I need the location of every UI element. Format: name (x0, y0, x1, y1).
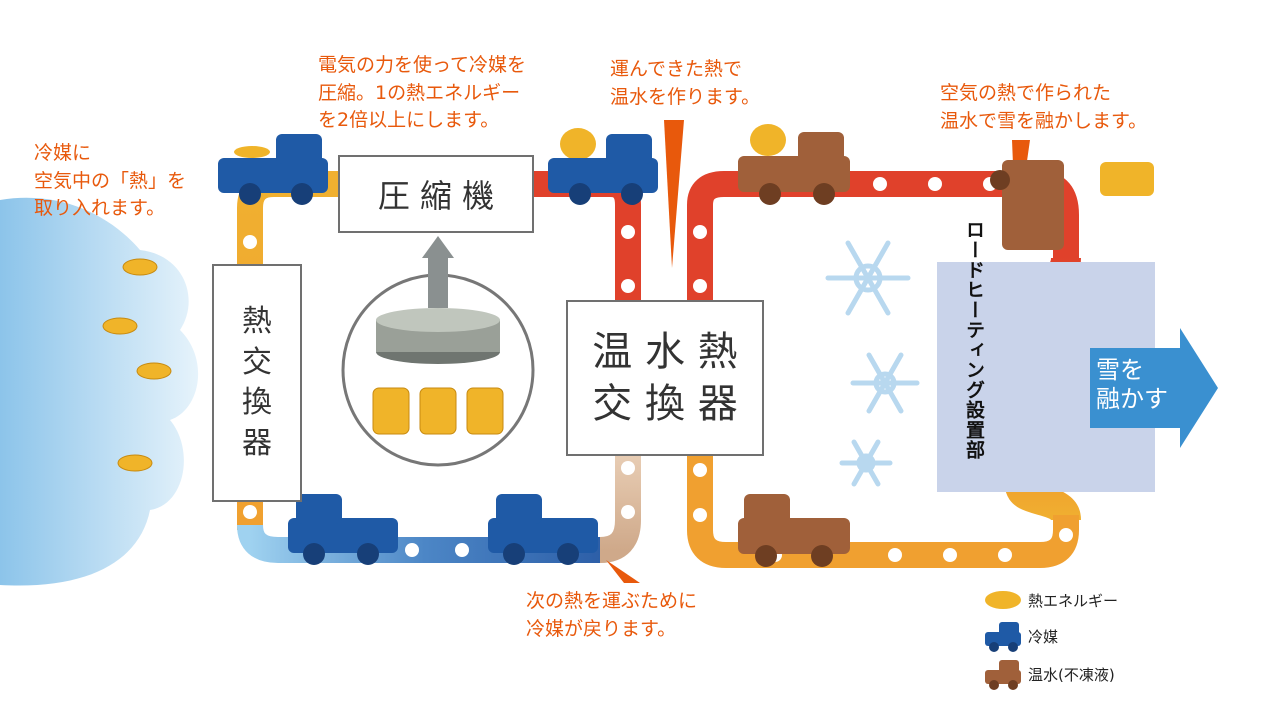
brown-truck-icon (990, 160, 1064, 250)
hot-water-note: 運んできた熱で 温水を作ります。 (610, 58, 761, 108)
blue-truck-icon (548, 128, 658, 205)
snow-melt-note: 空気の熱で作られた 温水で雪を融かします。 (940, 82, 1148, 132)
compressor-note: 電気の力を使って冷媒を 圧縮。1の熱エネルギー を2倍以上にします。 (318, 54, 527, 132)
heat-energy-icon (985, 591, 1021, 609)
brown-truck-icon (985, 660, 1021, 690)
snow-melt-arrow-label: 雪を 融かす (1096, 356, 1168, 413)
snowflake-icon (825, 240, 920, 487)
legend-item-refrigerant: 冷媒 (1028, 626, 1058, 647)
water-heat-exchanger-label: 温 水 熱 交 換 器 (566, 300, 764, 456)
legend-label: 熱エネルギー (1028, 592, 1119, 610)
refrigerant-return-note: 次の熱を運ぶために 冷媒が戻ります。 (526, 590, 698, 640)
brown-truck-icon (738, 494, 850, 567)
heat-exchanger-label: 熱 交 換 器 (212, 264, 302, 502)
compressor-label: 圧 縮 機 (338, 155, 534, 233)
legend-item-hot-water: 温水(不凍液) (1028, 664, 1115, 685)
compressor-illustration (341, 236, 535, 467)
road-heating-label: ロードヒーティング設置部 (963, 220, 985, 460)
blue-truck-icon (488, 494, 598, 565)
blue-truck-icon (985, 622, 1021, 652)
snow-melt-arrow (1090, 328, 1218, 448)
legend-label: 温水(不凍液) (1028, 666, 1115, 684)
brown-truck-icon (738, 124, 850, 205)
refrigerant-intake-note: 冷媒に 空気中の「熱」を 取り入れます。 (34, 142, 187, 220)
blue-truck-icon (288, 494, 398, 565)
outside-air-region (0, 197, 199, 586)
blue-truck-icon (218, 134, 328, 205)
legend-item-heat-energy: 熱エネルギー (1028, 590, 1118, 611)
heat-energy-icon (102, 258, 172, 472)
legend-label: 冷媒 (1028, 628, 1059, 646)
heat-energy-icon (1100, 162, 1154, 196)
